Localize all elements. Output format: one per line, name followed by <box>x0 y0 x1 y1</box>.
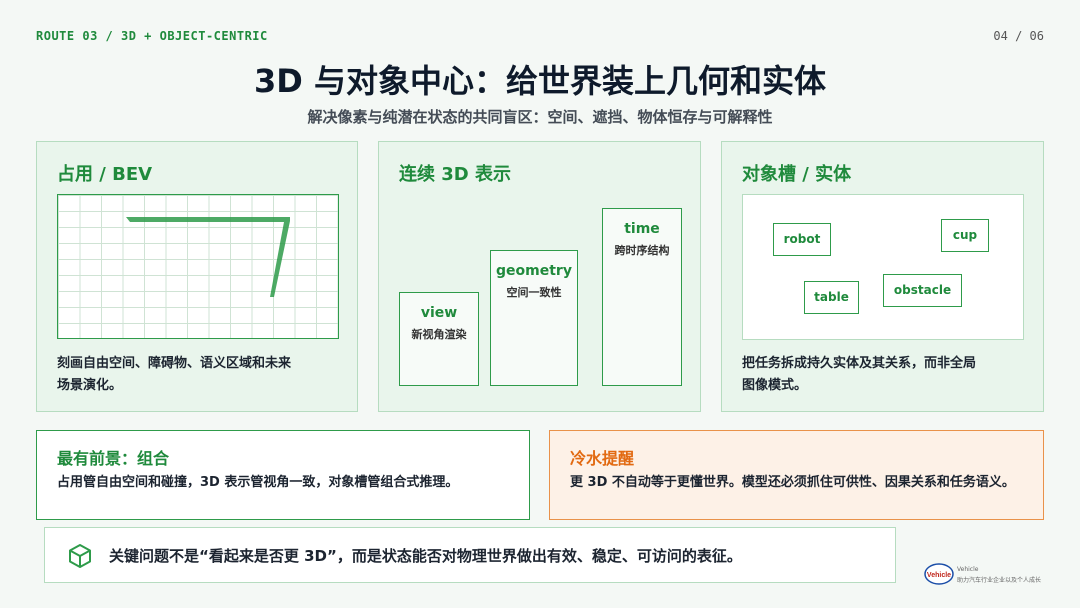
card-objects: 对象槽 / 实体 robot cup table obstacle 把任务拆成持… <box>721 141 1044 412</box>
card-bev: 占用 / BEV 刻画自由空间、障碍物、语义区域和未来 场景演化。 <box>36 141 358 412</box>
slot-table: table <box>804 281 859 314</box>
bar-time-name: time <box>624 221 660 237</box>
card-3d: 连续 3D 表示 view 新视角渲染 geometry 空间一致性 time … <box>378 141 701 412</box>
card-bev-desc-line1: 刻画自由空间、障碍物、语义区域和未来 <box>57 356 292 371</box>
bar-geometry: geometry 空间一致性 <box>490 250 578 386</box>
warning-text: 更 3D 不自动等于更懂世界。模型还必须抓住可供性、因果关系和任务语义。 <box>570 475 1015 490</box>
bar-view-label: 新视角渲染 <box>411 328 467 341</box>
page-subtitle: 解决像素与纯潜在状态的共同盲区：空间、遮挡、物体恒存与可解释性 <box>307 108 773 126</box>
slot-obstacle: obstacle <box>883 274 962 307</box>
slot-cup: cup <box>941 219 989 252</box>
bar-geometry-name: geometry <box>496 263 572 279</box>
bar-time-label: 跨时序结构 <box>614 244 670 257</box>
bar-geometry-label: 空间一致性 <box>506 286 562 299</box>
warning-box: 冷水提醒 更 3D 不自动等于更懂世界。模型还必须抓住可供性、因果关系和任务语义… <box>549 430 1044 520</box>
page-number: 04 / 06 <box>993 29 1044 43</box>
svg-text:Vehicle: Vehicle <box>927 572 951 579</box>
bar-time: time 跨时序结构 <box>602 208 682 386</box>
card-bev-desc: 刻画自由空间、障碍物、语义区域和未来 场景演化。 <box>57 353 291 397</box>
card-objects-desc-line1: 把任务拆成持久实体及其关系，而非全局 <box>742 356 977 371</box>
best-box: 最有前景：组合 占用管自由空间和碰撞，3D 表示管视角一致，对象槽管组合式推理。 <box>36 430 530 520</box>
page-title: 3D 与对象中心：给世界装上几何和实体 <box>254 62 826 100</box>
bev-grid <box>57 194 339 339</box>
card-bev-desc-line2: 场景演化。 <box>57 378 123 393</box>
card-objects-desc: 把任务拆成持久实体及其关系，而非全局 图像模式。 <box>742 353 976 397</box>
slot-area: robot cup table obstacle <box>742 194 1024 340</box>
card-bev-title: 占用 / BEV <box>57 164 153 185</box>
bar-view-name: view <box>420 305 458 321</box>
route-label: ROUTE 03 / 3D + OBJECT-CENTRIC <box>36 29 268 43</box>
vehicle-logo: Vehicle <box>924 563 954 585</box>
card-objects-title: 对象槽 / 实体 <box>742 164 852 185</box>
logo-line1: Vehicle <box>957 566 979 573</box>
key-question-bar: 关键问题不是“看起来是否更 3D”，而是状态能否对物理世界做出有效、稳定、可访问… <box>44 527 896 583</box>
best-text: 占用管自由空间和碰撞，3D 表示管视角一致，对象槽管组合式推理。 <box>57 475 459 490</box>
warning-title: 冷水提醒 <box>570 449 635 468</box>
card-objects-desc-line2: 图像模式。 <box>742 378 808 393</box>
best-title: 最有前景：组合 <box>57 449 170 468</box>
logo-line2: 助力汽车行业企业以及个人成长 <box>957 577 1042 584</box>
card-3d-title: 连续 3D 表示 <box>399 164 511 185</box>
slot-robot: robot <box>773 223 831 256</box>
bar-view: view 新视角渲染 <box>399 292 479 386</box>
cube-icon <box>67 543 93 573</box>
trajectory-path <box>126 217 290 297</box>
key-question-text: 关键问题不是“看起来是否更 3D”，而是状态能否对物理世界做出有效、稳定、可访问… <box>109 547 742 565</box>
